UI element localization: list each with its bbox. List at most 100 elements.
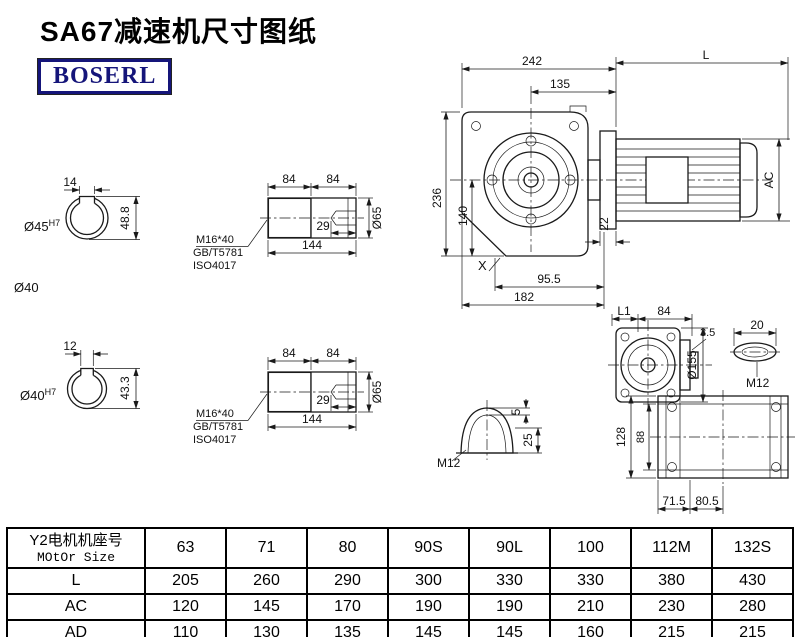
dim-84-a: 84 bbox=[282, 346, 296, 360]
row-label: L bbox=[6, 567, 146, 595]
dimension-table: Y2电机机座号 MOtOr Size 63 71 80 90S 90L 100 … bbox=[6, 527, 794, 637]
table-cell: 145 bbox=[468, 619, 551, 637]
table-cell: 230 bbox=[630, 593, 713, 621]
label-axis-x: X bbox=[478, 258, 487, 273]
label-std-iso: ISO4017 bbox=[193, 260, 236, 272]
page-title: SA67减速机尺寸图纸 bbox=[40, 16, 318, 47]
dim-48-8: 48.8 bbox=[118, 206, 132, 230]
dim-128: 128 bbox=[614, 427, 628, 447]
label-thread-m12: M12 bbox=[746, 376, 770, 390]
motor-fan-cover bbox=[739, 142, 758, 218]
table-cell: 215 bbox=[630, 619, 713, 637]
dim-144: 144 bbox=[302, 238, 322, 252]
table-cell-size: 80 bbox=[306, 527, 389, 569]
dim-25: 25 bbox=[521, 433, 535, 447]
dim-144: 144 bbox=[302, 412, 322, 426]
boserl-logo-text: BOSERL bbox=[53, 63, 157, 89]
dim-88: 88 bbox=[635, 431, 647, 443]
row-label: AC bbox=[6, 593, 146, 621]
boserl-logo: BOSERL bbox=[38, 59, 172, 94]
table-header-row: Y2电机机座号 MOtOr Size 63 71 80 90S 90L 100 … bbox=[6, 527, 794, 569]
table-cell: 300 bbox=[387, 567, 470, 595]
table-cell: 190 bbox=[468, 593, 551, 621]
table-cell: 280 bbox=[711, 593, 794, 621]
view-shaft-end-bottom: 12 Ø40H7 43.3 bbox=[20, 339, 140, 410]
dim-29: 29 bbox=[316, 219, 330, 233]
dim-L1: L1 bbox=[617, 304, 631, 318]
dim-84-b: 84 bbox=[326, 346, 340, 360]
dim-keyway-width-12: 12 bbox=[63, 339, 77, 353]
gearbox-housing bbox=[461, 111, 589, 257]
table-cell: 330 bbox=[549, 567, 632, 595]
label-thread-m12: M12 bbox=[437, 456, 461, 470]
label-std-gb: GB/T5781 bbox=[193, 247, 243, 259]
label-bolt-m16x40: M16*40 bbox=[196, 234, 234, 246]
view-front-gearbox-motor: 242 135 L bbox=[430, 48, 790, 309]
view-shaft-end-top: 14 Ø45H7 48.8 Ø40 bbox=[14, 175, 140, 295]
dim-5: 5 bbox=[509, 408, 523, 415]
dim-43-3: 43.3 bbox=[118, 376, 132, 400]
table-cell: 160 bbox=[549, 619, 632, 637]
table-cell: 205 bbox=[144, 567, 227, 595]
dim-182: 182 bbox=[514, 290, 534, 304]
dim-140: 140 bbox=[456, 206, 470, 226]
table-cell: 330 bbox=[468, 567, 551, 595]
dim-242: 242 bbox=[522, 54, 542, 68]
table-cell: 430 bbox=[711, 567, 794, 595]
dim-84-b: 84 bbox=[326, 172, 340, 186]
table-cell: 290 bbox=[306, 567, 389, 595]
view-shaft-detail-top: 84 84 29 144 Ø65 M16*40 GB/T5781 ISO4017 bbox=[193, 172, 384, 272]
dim-95-5: 95.5 bbox=[537, 272, 561, 286]
table-cell: 190 bbox=[387, 593, 470, 621]
table-cell: 120 bbox=[144, 593, 227, 621]
label-bolt-m16x40: M16*40 bbox=[196, 408, 234, 420]
dim-80-5: 80.5 bbox=[695, 494, 719, 508]
motor-size-label-cn: Y2电机机座号 bbox=[29, 531, 123, 549]
table-cell: 260 bbox=[225, 567, 308, 595]
dim-84-a: 84 bbox=[282, 172, 296, 186]
table-cell-size: 112M bbox=[630, 527, 713, 569]
view-plug-section: 5 25 M12 bbox=[437, 399, 542, 470]
table-cell-size: 100 bbox=[549, 527, 632, 569]
table-cell-size: 63 bbox=[144, 527, 227, 569]
dim-motor-dia-AC: AC bbox=[762, 171, 776, 188]
table-row-L: L 205 260 290 300 330 330 380 430 bbox=[6, 567, 794, 595]
dim-236: 236 bbox=[430, 188, 444, 208]
table-cell: 380 bbox=[630, 567, 713, 595]
table-cell: 110 bbox=[144, 619, 227, 637]
table-cell: 210 bbox=[549, 593, 632, 621]
label-bore-o40h7: Ø40H7 bbox=[20, 387, 56, 403]
motor-size-label-en: MOtOr Size bbox=[36, 549, 115, 565]
dim-29: 29 bbox=[316, 393, 330, 407]
view-side-gearbox: L1 84 Ø155 20 3.5 bbox=[608, 304, 780, 410]
dim-keyway-width-14: 14 bbox=[63, 175, 77, 189]
dim-o65: Ø65 bbox=[370, 380, 384, 403]
view-shaft-detail-bottom: 84 84 29 144 Ø65 M16*40 GB/T5781 ISO4017 bbox=[193, 346, 384, 446]
dim-22: 22 bbox=[597, 217, 611, 231]
table-cell: 135 bbox=[306, 619, 389, 637]
dim-20: 20 bbox=[750, 318, 764, 332]
dim-motor-length-L: L bbox=[703, 48, 710, 62]
table-cell-size: 132S bbox=[711, 527, 794, 569]
table-cell: 170 bbox=[306, 593, 389, 621]
dim-71-5: 71.5 bbox=[662, 494, 686, 508]
dim-135: 135 bbox=[550, 77, 570, 91]
table-cell: 145 bbox=[225, 593, 308, 621]
label-bore-o45h7: Ø45H7 bbox=[24, 218, 60, 234]
row-label: AD bbox=[6, 619, 146, 637]
label-std-gb: GB/T5781 bbox=[193, 421, 243, 433]
dim-o155: Ø155 bbox=[685, 350, 699, 380]
label-o40: Ø40 bbox=[14, 280, 39, 295]
dim-84: 84 bbox=[657, 304, 671, 318]
view-bottom-mounting: 128 88 71.5 80.5 bbox=[614, 390, 795, 514]
table-cell: 145 bbox=[387, 619, 470, 637]
table-row-AC: AC 120 145 170 190 190 210 230 280 bbox=[6, 593, 794, 621]
motor-size-label-cell: Y2电机机座号 MOtOr Size bbox=[6, 527, 146, 569]
table-cell-size: 71 bbox=[225, 527, 308, 569]
table-cell-size: 90L bbox=[468, 527, 551, 569]
table-cell: 215 bbox=[711, 619, 794, 637]
label-std-iso: ISO4017 bbox=[193, 434, 236, 446]
table-cell: 130 bbox=[225, 619, 308, 637]
